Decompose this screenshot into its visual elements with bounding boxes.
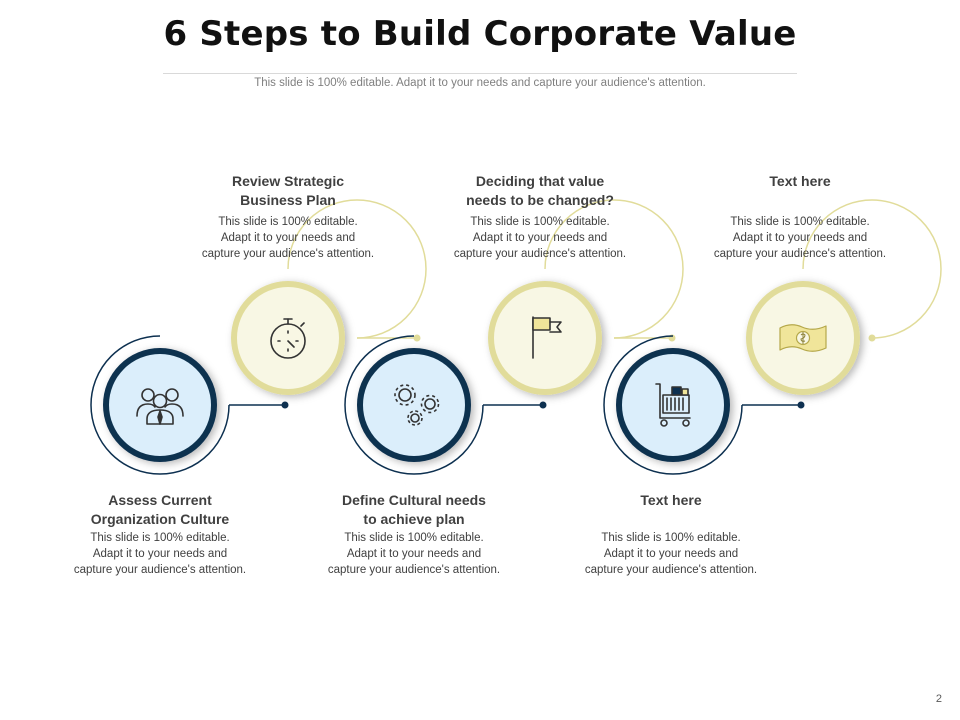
step-1-description: This slide is 100% editable. Adapt it to…: [73, 532, 247, 576]
step-2-connector-dot: [413, 334, 421, 342]
shopping-cart-icon: [655, 383, 691, 427]
flag-icon: [532, 316, 562, 359]
step-5-inner-circle: [622, 354, 724, 456]
step-5-text: Text here This slide is 100% editable. A…: [561, 491, 781, 578]
step-5-description: This slide is 100% editable. Adapt it to…: [584, 532, 758, 576]
step-4-arc: [544, 199, 684, 339]
step-5-connector-dot: [797, 401, 805, 409]
step-4-text: Deciding that value needs to be changed?…: [430, 172, 650, 262]
step-1-text: Assess Current Organization Culture This…: [50, 491, 270, 578]
step-1-title: Assess Current Organization Culture: [90, 492, 230, 527]
stopwatch-icon: [270, 318, 306, 359]
step-2-text: Review Strategic Business Plan This slid…: [178, 172, 398, 262]
step-3-title: Define Cultural needs to achieve plan: [342, 492, 486, 527]
step-6-arc: [802, 199, 942, 339]
step-2-description: This slide is 100% editable. Adapt it to…: [201, 216, 375, 260]
step-4-node: [488, 199, 684, 395]
step-3-description: This slide is 100% editable. Adapt it to…: [327, 532, 501, 576]
team-icon: [136, 388, 184, 425]
step-6-text: Text here This slide is 100% editable. A…: [690, 172, 910, 262]
step-6-description: This slide is 100% editable. Adapt it to…: [713, 216, 887, 260]
step-5-title: Text here: [640, 492, 702, 508]
step-3-arc: [344, 335, 484, 475]
step-4-inner-circle: [494, 287, 596, 389]
step-3-connector-dot: [539, 401, 547, 409]
gears-icon: [394, 384, 440, 426]
step-1-arc: [90, 335, 230, 475]
money-icon: [779, 324, 827, 352]
step-6-title: Text here: [769, 173, 831, 189]
title-divider: [163, 73, 797, 74]
step-6-connector-dot: [868, 334, 876, 342]
step-1-connector-dot: [281, 401, 289, 409]
step-6-node: [746, 199, 942, 395]
page-number: 2: [935, 693, 942, 705]
step-2-inner-circle: [237, 287, 339, 389]
step-5-node: [603, 335, 805, 475]
step-3-node: [344, 335, 547, 475]
step-1-node: [90, 335, 289, 475]
step-2-title: Review Strategic Business Plan: [231, 173, 345, 208]
step-4-description: This slide is 100% editable. Adapt it to…: [453, 216, 627, 260]
step-5-arc: [603, 335, 743, 475]
step-2-node: [231, 199, 427, 395]
slide-title: 6 Steps to Build Corporate Value: [163, 14, 797, 54]
step-3-inner-circle: [363, 354, 465, 456]
step-4-title: Deciding that value needs to be changed?: [466, 173, 614, 208]
slide-subtitle: This slide is 100% editable. Adapt it to…: [254, 77, 706, 89]
step-3-text: Define Cultural needs to achieve plan Th…: [304, 491, 524, 578]
step-2-arc: [287, 199, 427, 339]
